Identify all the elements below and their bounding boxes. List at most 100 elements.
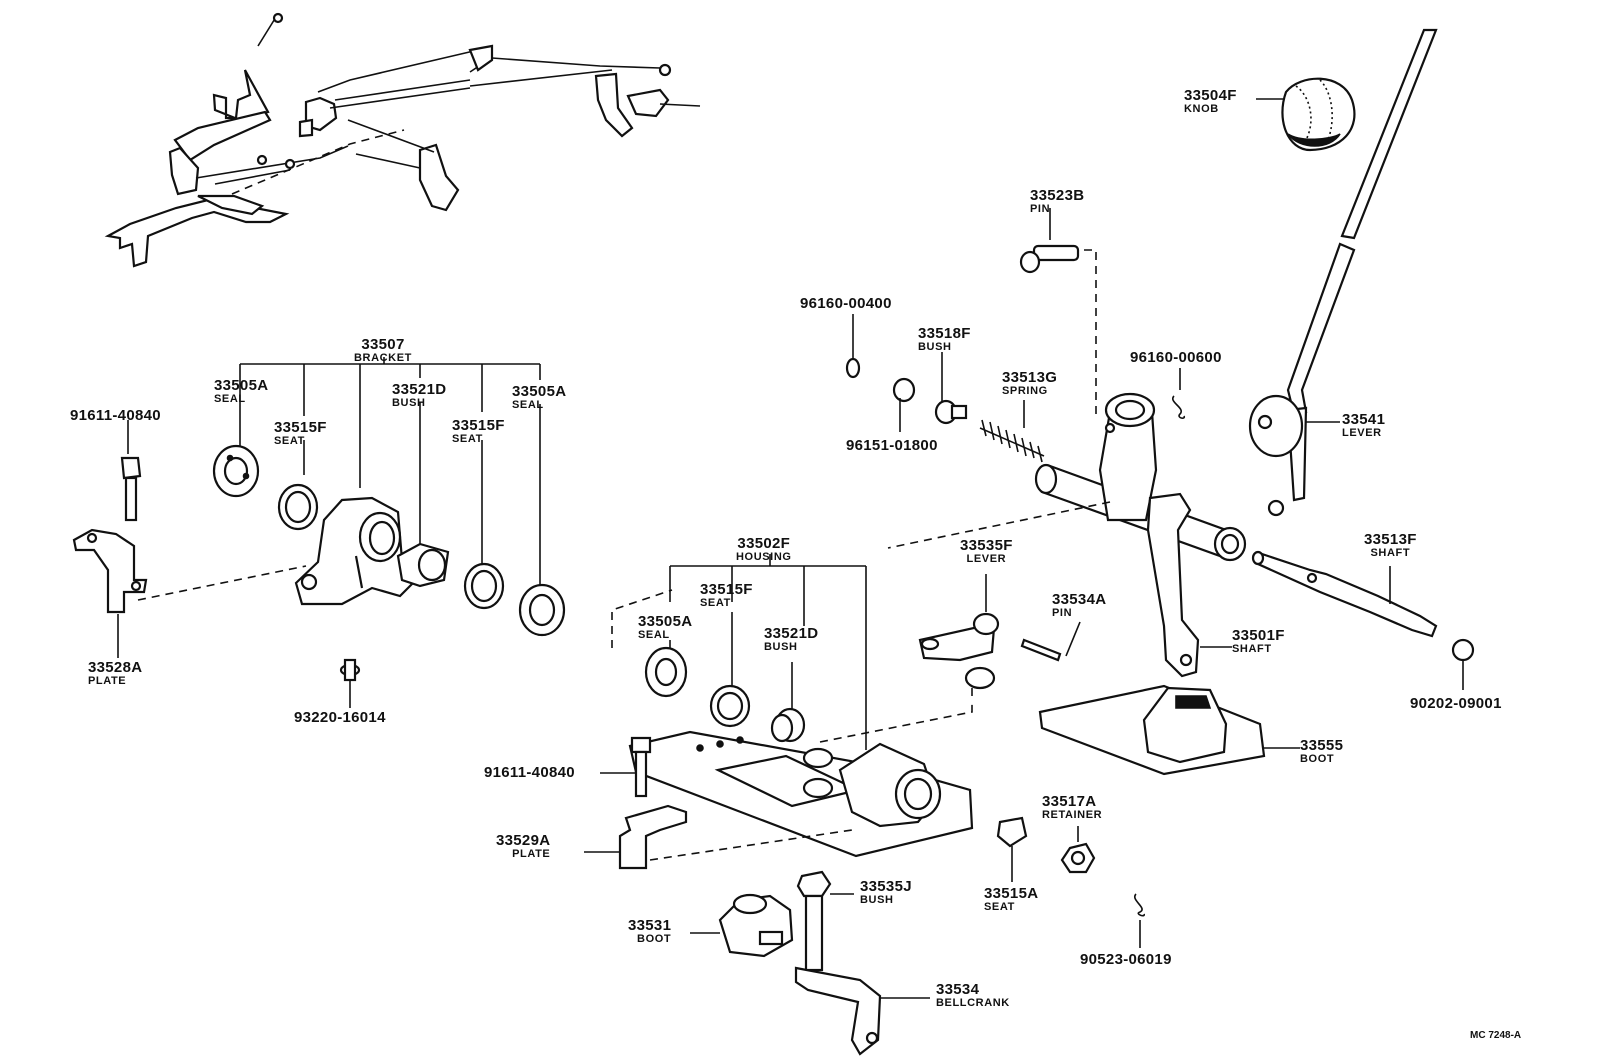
label-33534-bellcrank: 33534 BELLCRANK	[936, 982, 1010, 1009]
label-33529a-plate: 33529A PLATE	[496, 833, 550, 860]
label-90202-09001: 90202-09001	[1410, 696, 1502, 711]
part-name: BOOT	[637, 933, 672, 945]
part-name: PLATE	[512, 848, 551, 860]
part-number: 33535F	[960, 537, 1013, 554]
part-number: 33504F	[1184, 87, 1237, 104]
part-name: PLATE	[88, 675, 127, 687]
part-number: 33501F	[1232, 627, 1285, 644]
label-33555-boot: 33555 BOOT	[1300, 738, 1343, 765]
label-33515f-seat-left: 33515F SEAT	[274, 420, 327, 447]
part-number: 33541	[1342, 411, 1386, 428]
part-name: BUSH	[918, 341, 952, 353]
part-number: 33507	[361, 336, 405, 353]
label-33505a-seal-center: 33505A SEAL	[638, 614, 692, 641]
label-33517a-retainer: 33517A RETAINER	[1042, 794, 1102, 821]
part-number: 96151-01800	[846, 437, 938, 454]
label-33521d-bush-center: 33521D BUSH	[764, 626, 818, 653]
label-33518f-bush: 33518F BUSH	[918, 326, 971, 353]
label-33531-boot: 33531 BOOT	[628, 918, 671, 945]
part-name: BUSH	[392, 397, 426, 409]
part-name: SPRING	[1002, 385, 1048, 397]
part-number: 96160-00600	[1130, 349, 1222, 366]
part-name: SEAT	[452, 433, 483, 445]
label-96160-00600: 96160-00600	[1130, 350, 1222, 365]
label-33534a-pin: 33534A PIN	[1052, 592, 1106, 619]
part-name: SEAL	[214, 393, 246, 405]
part-number: 33521D	[764, 625, 819, 642]
part-name: HOUSING	[736, 551, 792, 563]
label-33501f-shaft: 33501F SHAFT	[1232, 628, 1285, 655]
part-number: 33515F	[452, 417, 505, 434]
part-number: 96160-00400	[800, 295, 892, 312]
label-90523-06019: 90523-06019	[1080, 952, 1172, 967]
part-number: 33528A	[88, 659, 143, 676]
part-name: PIN	[1052, 607, 1073, 619]
part-name: SHAFT	[1370, 547, 1411, 559]
part-number: 33513F	[1364, 531, 1417, 548]
label-33507-bracket: 33507 BRACKET	[354, 337, 412, 364]
part-name: RETAINER	[1042, 809, 1103, 821]
part-number: 33515A	[984, 885, 1039, 902]
part-name: PIN	[1030, 203, 1051, 215]
part-number: 33534	[936, 981, 980, 998]
part-name: SEAT	[274, 435, 305, 447]
part-number: 90202-09001	[1410, 695, 1502, 712]
part-number: 33521D	[392, 381, 447, 398]
part-name: KNOB	[1184, 103, 1219, 115]
label-33515f-seat-center: 33515F SEAT	[700, 582, 753, 609]
part-number: 33515F	[700, 581, 753, 598]
label-33515f-seat-right: 33515F SEAT	[452, 418, 505, 445]
part-number: 91611-40840	[484, 764, 575, 781]
label-33528a-plate: 33528A PLATE	[88, 660, 142, 687]
label-96151-01800: 96151-01800	[846, 438, 938, 453]
label-33515a-seat: 33515A SEAT	[984, 886, 1038, 913]
part-name: SEAL	[638, 629, 670, 641]
part-number: 33535J	[860, 878, 912, 895]
part-name: BRACKET	[354, 352, 412, 364]
label-33541-lever: 33541 LEVER	[1342, 412, 1385, 439]
part-name: BUSH	[860, 894, 894, 906]
housing-assembly	[584, 554, 974, 1056]
part-number: 33518F	[918, 325, 971, 342]
part-name: BELLCRANK	[936, 997, 1010, 1009]
part-number: 33502F	[737, 535, 791, 552]
label-33502f-housing: 33502F HOUSING	[736, 536, 792, 563]
part-number: 33529A	[496, 832, 551, 849]
part-number: 33505A	[512, 383, 567, 400]
label-93220-16014: 93220-16014	[294, 710, 386, 725]
part-name: LEVER	[966, 553, 1007, 565]
label-33523b-pin: 33523B PIN	[1030, 188, 1084, 215]
linkage-overview-illustration	[104, 12, 701, 268]
label-33521d-bush-left: 33521D BUSH	[392, 382, 446, 409]
part-number: 33505A	[638, 613, 693, 630]
part-name: SHAFT	[1232, 643, 1272, 655]
part-number: 33531	[628, 917, 672, 934]
bracket-assembly	[72, 357, 566, 708]
diagram-code: MC 7248-A	[1470, 1030, 1522, 1041]
part-number: 33505A	[214, 377, 269, 394]
label-33535j-bush: 33535J BUSH	[860, 879, 912, 906]
part-number: 90523-06019	[1080, 951, 1172, 968]
part-number: 33515F	[274, 419, 327, 436]
label-33504f-knob: 33504F KNOB	[1184, 88, 1237, 115]
part-name: BUSH	[764, 641, 798, 653]
label-33535f-lever: 33535F LEVER	[960, 538, 1013, 565]
part-name: SEAL	[512, 399, 544, 411]
part-number: 91611-40840	[70, 407, 161, 424]
label-33513f-shaft: 33513F SHAFT	[1364, 532, 1417, 559]
spring-coils	[979, 419, 1045, 463]
part-name: LEVER	[1342, 427, 1382, 439]
part-name: SEAT	[984, 901, 1015, 913]
shift-lever-assembly	[845, 28, 1475, 948]
part-number: 33523B	[1030, 187, 1085, 204]
part-number: 33555	[1300, 737, 1344, 754]
label-96160-00400: 96160-00400	[800, 296, 892, 311]
label-33505a-seal-right: 33505A SEAL	[512, 384, 566, 411]
part-name: BOOT	[1300, 753, 1335, 765]
label-91611-40840-left: 91611-40840	[70, 408, 161, 423]
part-number: 33534A	[1052, 591, 1107, 608]
label-91611-40840-center: 91611-40840	[484, 765, 575, 780]
part-number: 33517A	[1042, 793, 1097, 810]
